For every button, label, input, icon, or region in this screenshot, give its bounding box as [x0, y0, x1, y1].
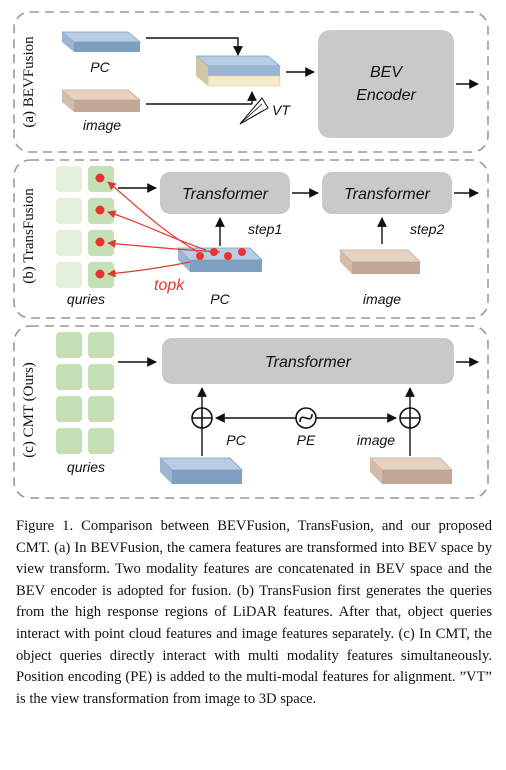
pe-label: PE: [297, 432, 316, 448]
panel-b-side-label: (b) TransFusion: [21, 188, 37, 284]
pc-hotspot: [196, 252, 204, 260]
image-label-b: image: [363, 291, 401, 307]
query-cell: [56, 230, 82, 256]
fused-bev-slab: [194, 55, 282, 87]
figure-caption: Figure 1. Comparison between BEVFusion, …: [16, 518, 492, 707]
pc-add-node: [191, 387, 213, 429]
queries-label-b: quries: [67, 291, 105, 307]
position-encoding-icon: [295, 407, 317, 429]
panel-a-side-label: (a) BEVFusion: [21, 36, 37, 128]
panel-bevfusion: (a) BEVFusion PC image: [13, 11, 489, 153]
query-cell: [56, 166, 82, 192]
transformer-label-c: Transformer: [265, 354, 352, 371]
query-cell: [88, 396, 114, 422]
query-grid-c: [56, 332, 114, 454]
query-cell: [56, 198, 82, 224]
view-transform-icon: [239, 97, 269, 125]
query-cell: [88, 428, 114, 454]
query-point: [95, 173, 105, 183]
topk-arrows: [107, 181, 221, 278]
bev-encoder-label-line1: BEV: [370, 64, 403, 81]
query-cell: [56, 332, 82, 358]
query-point: [95, 269, 105, 279]
query-cell: [56, 428, 82, 454]
pc-label-c: PC: [226, 432, 246, 448]
vt-label: VT: [272, 102, 291, 118]
query-point: [95, 237, 105, 247]
step1-label: step1: [248, 221, 282, 237]
topk-label: topk: [154, 277, 185, 294]
query-cell: [88, 332, 114, 358]
transformer-label-2: Transformer: [344, 186, 431, 203]
transformer-block-step2: [322, 172, 452, 214]
pc-hotspot: [238, 248, 246, 256]
bev-encoder-label-line2: Encoder: [356, 87, 416, 104]
transformer-label-1: Transformer: [182, 186, 269, 203]
image-feature-slab-c: [369, 457, 453, 484]
transformer-block-cmt: [162, 338, 454, 384]
bev-encoder-block: [318, 30, 454, 138]
pc-to-fused-arrow: [146, 37, 243, 56]
image-feature-slab: [60, 89, 142, 112]
query-grid-b: [56, 166, 114, 288]
pc-feature-slab-b: [177, 247, 263, 272]
panel-c-side-label: (c) CMT (Ours): [21, 362, 37, 458]
panel-cmt: (c) CMT (Ours) quries Transformer: [13, 325, 489, 499]
image-add-node: [399, 387, 421, 429]
query-point: [95, 205, 105, 215]
query-cell: [56, 396, 82, 422]
comparison-diagram: (a) BEVFusion PC image: [13, 11, 489, 499]
image-label-c: image: [357, 432, 395, 448]
step2-label: step2: [410, 221, 444, 237]
queries-label-c: quries: [67, 459, 105, 475]
query-cell: [56, 262, 82, 288]
pc-feature-slab: [60, 31, 142, 52]
pc-label-b: PC: [210, 291, 230, 307]
pc-hotspot: [224, 252, 232, 260]
pc-feature-slab-c: [159, 457, 243, 484]
image-label: image: [83, 117, 121, 133]
transformer-block-step1: [160, 172, 290, 214]
query-cell: [56, 364, 82, 390]
panel-b-frame: [13, 159, 489, 319]
query-cell: [88, 364, 114, 390]
panel-transfusion: (b) TransFusion quries PC: [13, 159, 489, 319]
pc-label: PC: [90, 59, 110, 75]
image-feature-slab-b: [339, 249, 421, 274]
